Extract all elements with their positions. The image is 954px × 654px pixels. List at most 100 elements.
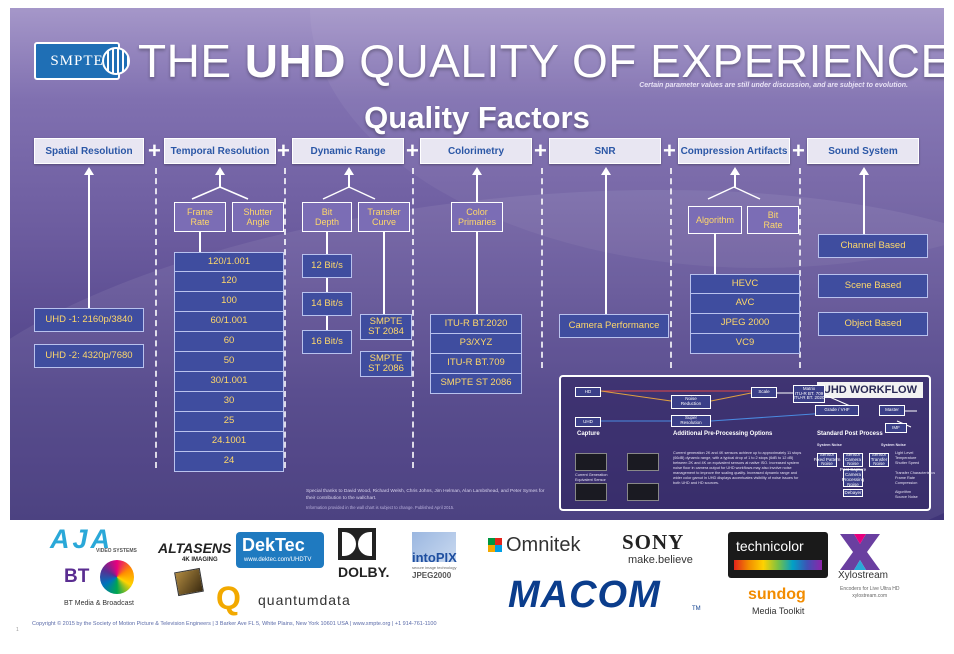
arrow-up-icon bbox=[859, 167, 869, 175]
bit-depth-value: 12 Bit/s bbox=[302, 254, 352, 278]
codec-list: HEVC AVC JPEG 2000 VC9 bbox=[690, 274, 800, 354]
connector-line bbox=[476, 232, 478, 314]
sensor-chip-icon bbox=[174, 567, 204, 597]
connector-line bbox=[348, 174, 350, 188]
bt-globe-icon bbox=[100, 560, 134, 594]
column-separator bbox=[412, 168, 414, 468]
sony-tagline: make.believe bbox=[628, 554, 693, 566]
dynamic-sub-transfer-curve: Transfer Curve bbox=[358, 202, 410, 232]
frame-rate-list: 120/1.001 120 100 60/1.001 60 50 30/1.00… bbox=[174, 252, 284, 472]
arrow-up-icon bbox=[215, 167, 225, 175]
column-separator bbox=[541, 168, 543, 368]
plus-sign: + bbox=[148, 138, 161, 163]
colorimetry-sub-primaries: Color Primaries bbox=[451, 202, 503, 232]
workflow-scale: Scale bbox=[751, 387, 777, 398]
factor-dynamic-range: Dynamic Range bbox=[292, 138, 404, 164]
compression-sub-algorithm: Algorithm bbox=[688, 206, 742, 234]
sensor-noise-box: Sensor Fixed Pattern Noise bbox=[813, 451, 841, 467]
colorimetry-list: ITU-R BT.2020 P3/XYZ ITU-R BT.709 SMPTE … bbox=[430, 314, 522, 394]
frame-rate-value: 120/1.001 bbox=[174, 252, 284, 272]
connector-line bbox=[476, 174, 478, 202]
snr-value: Camera Performance bbox=[559, 314, 669, 338]
dolby-icon bbox=[338, 528, 376, 560]
colorimetry-value: ITU-R BT.2020 bbox=[430, 314, 522, 334]
codec-value: VC9 bbox=[690, 334, 800, 354]
transfer-curve-value: SMPTE ST 2084 bbox=[360, 314, 412, 340]
workflow-imf: IMF bbox=[885, 423, 907, 433]
intopix-jpeg: JPEG2000 bbox=[412, 571, 452, 580]
plus-sign: + bbox=[534, 138, 547, 163]
bit-depth-value: 16 Bit/s bbox=[302, 330, 352, 354]
connector-line bbox=[714, 234, 716, 274]
sound-value: Channel Based bbox=[818, 234, 928, 258]
frame-rate-value: 100 bbox=[174, 292, 284, 312]
arrow-up-icon bbox=[84, 167, 94, 175]
frame-rate-value: 24 bbox=[174, 452, 284, 472]
dektec-logo: DekTec bbox=[242, 535, 305, 555]
workflow-arrows bbox=[600, 390, 917, 428]
plus-sign: + bbox=[792, 138, 805, 163]
connector-line bbox=[605, 174, 607, 314]
connector-line bbox=[734, 174, 736, 188]
factor-sound-system: Sound System bbox=[807, 138, 919, 164]
arrow-up-icon bbox=[344, 167, 354, 175]
system-noise-label: System Noise bbox=[881, 443, 906, 447]
workflow-grade: Grade / VHF bbox=[815, 405, 859, 416]
connector-line bbox=[219, 174, 221, 188]
connector-line bbox=[199, 232, 201, 252]
codec-value: AVC bbox=[690, 294, 800, 314]
factor-temporal-resolution: Temporal Resolution bbox=[164, 138, 276, 164]
dektec-logo-box: DekTec www.dektec.com/UHDTV bbox=[236, 532, 324, 568]
bt-logo: BT bbox=[64, 566, 90, 587]
colorimetry-value: P3/XYZ bbox=[430, 334, 522, 354]
copyright: Copyright © 2015 by the Society of Motio… bbox=[32, 621, 437, 627]
title-part-2: QUALITY OF EXPERIENCE bbox=[345, 35, 944, 87]
altasens-logo: ALTASENS bbox=[158, 540, 232, 556]
thumbnail-caption: Current Generation Equivalent Sensor bbox=[575, 473, 608, 482]
sundog-subtitle: Media Toolkit bbox=[752, 606, 805, 616]
info-note: Information provided in the wall chart i… bbox=[306, 505, 455, 510]
connector-line bbox=[863, 174, 865, 234]
frame-rate-value: 24.1001 bbox=[174, 432, 284, 452]
connector-line bbox=[383, 232, 385, 314]
macom-logo: MACOM bbox=[508, 574, 661, 616]
altasens-subtitle: 4K IMAGING bbox=[182, 557, 218, 563]
macom-trademark: TM bbox=[692, 606, 701, 612]
xylostream-logo: Xylostream bbox=[838, 570, 889, 581]
column-separator bbox=[799, 168, 801, 368]
frame-rate-value: 60/1.001 bbox=[174, 312, 284, 332]
post-capture-box: Post Capture Camera Processing Noise bbox=[839, 467, 867, 487]
page-number: 1 bbox=[16, 627, 19, 633]
factor-snr: SNR bbox=[549, 138, 661, 164]
workflow-post-label: Standard Post Process bbox=[817, 431, 883, 437]
workflow-uhd-box: UHD bbox=[575, 417, 601, 427]
sensor-thumbnail bbox=[627, 453, 659, 471]
intopix-subtitle: secure image technology bbox=[412, 565, 457, 570]
sensor-thumbnail bbox=[627, 483, 659, 501]
column-separator bbox=[670, 168, 672, 368]
dektec-url: www.dektec.com/UHDTV bbox=[244, 557, 312, 563]
omnitek-logo: Omnitek bbox=[506, 534, 581, 556]
camera-noise-box: Sensor Camera Noise bbox=[843, 451, 863, 467]
compression-sub-bit-rate: Bit Rate bbox=[747, 206, 799, 234]
noise-factors-list: Light Level Temperature Shutter Speed Tr… bbox=[895, 451, 936, 500]
codec-value: HEVC bbox=[690, 274, 800, 294]
column-separator bbox=[284, 168, 286, 468]
workflow-master: Master bbox=[879, 405, 905, 416]
frame-rate-value: 50 bbox=[174, 352, 284, 372]
temporal-sub-frame-rate: Frame Rate bbox=[174, 202, 226, 232]
workflow-preprocess-label: Additional Pre-Processing Options bbox=[673, 431, 773, 437]
intopix-icon bbox=[412, 532, 456, 562]
technicolor-logo-box: technicolor bbox=[728, 532, 828, 578]
branch-lines bbox=[191, 186, 249, 200]
plus-sign: + bbox=[277, 138, 290, 163]
intopix-logo: intoPIX bbox=[412, 550, 457, 565]
color-bar-icon bbox=[734, 560, 822, 570]
poster-background: SMPTE THE UHD QUALITY OF EXPERIENCE Cert… bbox=[10, 8, 944, 520]
column-separator bbox=[155, 168, 157, 468]
colorimetry-value: ITU-R BT.709 bbox=[430, 354, 522, 374]
smpte-logo: SMPTE bbox=[34, 42, 130, 80]
quantumdata-logo: quantumdata bbox=[258, 592, 351, 608]
debayer-box: Debayer bbox=[843, 489, 863, 497]
frame-rate-value: 60 bbox=[174, 332, 284, 352]
